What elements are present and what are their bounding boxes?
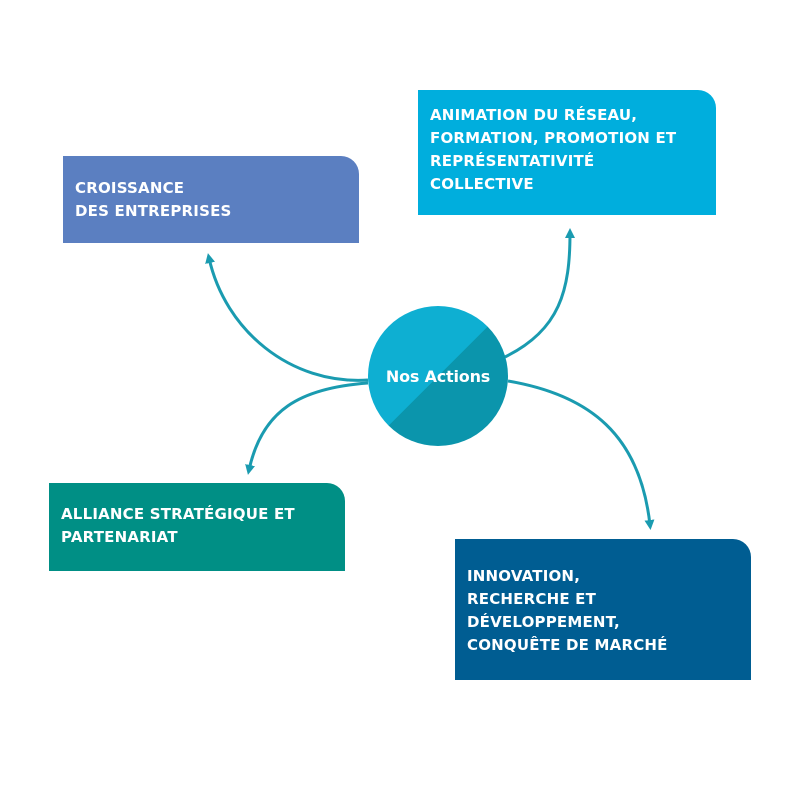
box-alliance-label: ALLIANCE STRATÉGIQUE ET PARTENARIAT [61,505,295,546]
box-croissance: CROISSANCE DES ENTREPRISES [63,156,359,243]
box-animation: ANIMATION DU RÉSEAU, FORMATION, PROMOTIO… [418,90,716,215]
arrow-to-innovation [507,379,655,530]
box-animation-label: ANIMATION DU RÉSEAU, FORMATION, PROMOTIO… [430,106,677,193]
arrow-to-croissance [205,253,369,382]
box-croissance-label: CROISSANCE DES ENTREPRISES [75,179,232,220]
center-label: Nos Actions [385,366,491,386]
arrow-to-alliance [245,381,369,475]
center-circle [368,306,508,446]
arrow-to-animation [504,228,575,359]
box-innovation: INNOVATION, RECHERCHE ET DÉVELOPPEMENT, … [455,539,751,680]
box-alliance: ALLIANCE STRATÉGIQUE ET PARTENARIAT [49,483,345,571]
box-innovation-label: INNOVATION, RECHERCHE ET DÉVELOPPEMENT, … [467,567,668,654]
